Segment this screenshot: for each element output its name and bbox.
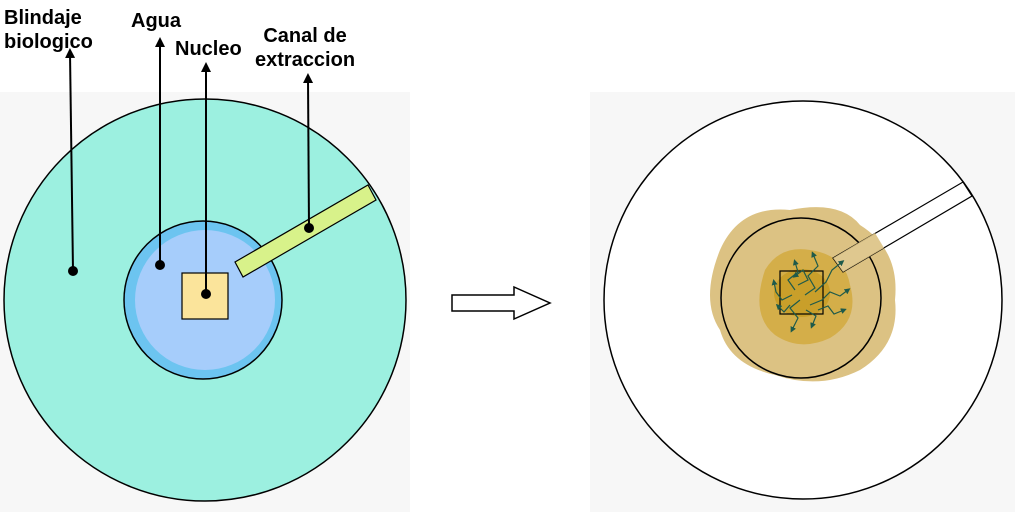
label-agua: Agua bbox=[131, 10, 181, 32]
label-nucleo: Nucleo bbox=[175, 38, 242, 60]
agua-dot bbox=[155, 260, 165, 270]
right-arrow-icon bbox=[451, 285, 552, 321]
blindaje-pointer bbox=[65, 48, 76, 272]
canal-pointer bbox=[303, 73, 314, 229]
channel-contamination bbox=[833, 233, 884, 272]
water-boundary bbox=[720, 217, 882, 379]
nucleo-dot bbox=[201, 289, 211, 299]
reactor-intact-diagram bbox=[0, 37, 410, 512]
label-canal-de-extraccion: Canal de extraccion bbox=[255, 25, 356, 71]
radiation-particle-paths bbox=[771, 251, 851, 333]
blindaje-dot bbox=[68, 266, 78, 276]
reactor-contaminated-diagram bbox=[590, 92, 1015, 512]
label-blindaje-biologico: Blindaje biologico bbox=[4, 7, 93, 53]
canal-dot bbox=[304, 223, 314, 233]
